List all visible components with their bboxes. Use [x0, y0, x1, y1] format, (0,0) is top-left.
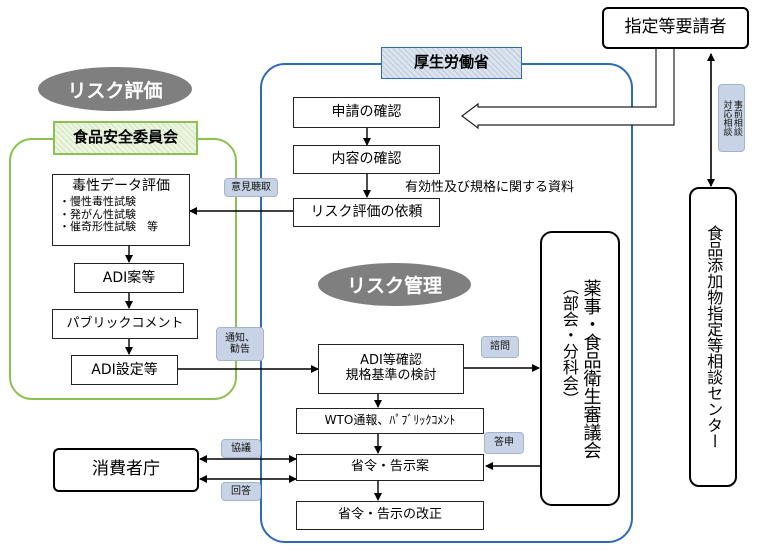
materials-note: 有効性及び規格に関する資料: [405, 180, 575, 195]
consumer-agency-box: 消費者庁: [53, 448, 199, 492]
consultation-tag: 協議: [221, 439, 261, 458]
adi-setting-label: ADI設定等: [91, 361, 158, 378]
report-label: 答申: [494, 437, 514, 449]
consumer-agency-label: 消費者庁: [92, 459, 160, 480]
toxicity-item: ・慢性毒性試験: [59, 195, 136, 209]
inquiry-tag: 諮問: [481, 336, 519, 358]
risk-management-pill: リスク管理: [318, 263, 471, 306]
toxicity-eval-box: 毒性データ評価 ・慢性毒性試験 ・発がん性試験 ・催奇形性試験 等: [52, 174, 190, 246]
risk-assessment-pill: リスク評価: [38, 67, 192, 111]
wto-notification-label: WTO通報、ﾊﾟﾌﾞﾘｯｸｺﾒﾝﾄ: [324, 413, 456, 428]
notice-tag: 通知、 勧告: [216, 327, 264, 361]
adi-review-line: 規格基準の検討: [345, 368, 437, 383]
application-hollow-arrow: [461, 45, 675, 130]
adi-review-line: ADI等確認: [360, 353, 422, 369]
report-tag: 答申: [484, 432, 524, 454]
prior-consultation-label: 事前相談 対応相談: [721, 100, 742, 136]
risk-assessment-pill-label: リスク評価: [67, 79, 163, 102]
ordinance-draft-box: 省令・告示案: [296, 454, 484, 481]
toxicity-item: ・発がん性試験: [59, 207, 136, 221]
consultation-center-box: 食品添加物指定等相談センター: [689, 187, 737, 487]
notice-label: 通知、 勧告: [225, 332, 255, 356]
ordinance-revision-box: 省令・告示の改正: [296, 501, 484, 530]
adi-review-box: ADI等確認 規格基準の検討: [318, 344, 464, 394]
council-box: （部会・分科会） 薬事・食品衛生審議会: [540, 231, 620, 506]
mhlw-label-box: 厚生労働省: [381, 47, 522, 79]
adi-setting-box: ADI設定等: [71, 355, 178, 385]
prior-consultation-tag: 事前相談 対応相談: [718, 84, 745, 152]
risk-eval-request-box: リスク評価の依頼: [293, 198, 440, 227]
wto-notification-box: WTO通報、ﾊﾟﾌﾞﾘｯｸｺﾒﾝﾄ: [296, 408, 484, 434]
answer-label: 回答: [231, 485, 251, 497]
opinion-hearing-tag: 意見聴取: [224, 178, 278, 197]
council-main-label: 薬事・食品衛生審議会: [580, 278, 602, 459]
requester-label: 指定等要請者: [624, 17, 727, 38]
opinion-hearing-label: 意見聴取: [231, 181, 271, 193]
content-check-label: 内容の確認: [331, 151, 402, 168]
application-check-label: 申請の確認: [331, 104, 402, 121]
adi-draft-label: ADI案等: [102, 269, 156, 286]
public-comment-label: パブリックコメント: [66, 315, 184, 331]
mhlw-label: 厚生労働省: [413, 53, 489, 72]
public-comment-box: パブリックコメント: [52, 309, 198, 339]
application-check-box: 申請の確認: [293, 97, 440, 128]
inquiry-label: 諮問: [490, 341, 510, 353]
consultation-center-label: 食品添加物指定等相談センター: [704, 225, 724, 449]
toxicity-eval-title: 毒性データ評価: [72, 178, 170, 194]
risk-eval-request-label: リスク評価の依頼: [310, 204, 423, 221]
food-safety-commission-label: 食品安全委員会: [72, 128, 178, 147]
consultation-label: 協議: [231, 442, 251, 454]
council-sub-label: （部会・分科会）: [559, 279, 579, 407]
adi-draft-box: ADI案等: [74, 263, 184, 293]
food-safety-commission-box: 食品安全委員会: [53, 121, 198, 155]
risk-management-pill-label: リスク管理: [346, 275, 442, 297]
ordinance-revision-label: 省令・告示の改正: [337, 507, 442, 523]
requester-box: 指定等要請者: [602, 7, 749, 49]
content-check-box: 内容の確認: [293, 145, 440, 174]
answer-tag: 回答: [221, 482, 261, 501]
toxicity-item: ・催奇形性試験 等: [59, 220, 158, 234]
ordinance-draft-label: 省令・告示案: [350, 459, 429, 475]
